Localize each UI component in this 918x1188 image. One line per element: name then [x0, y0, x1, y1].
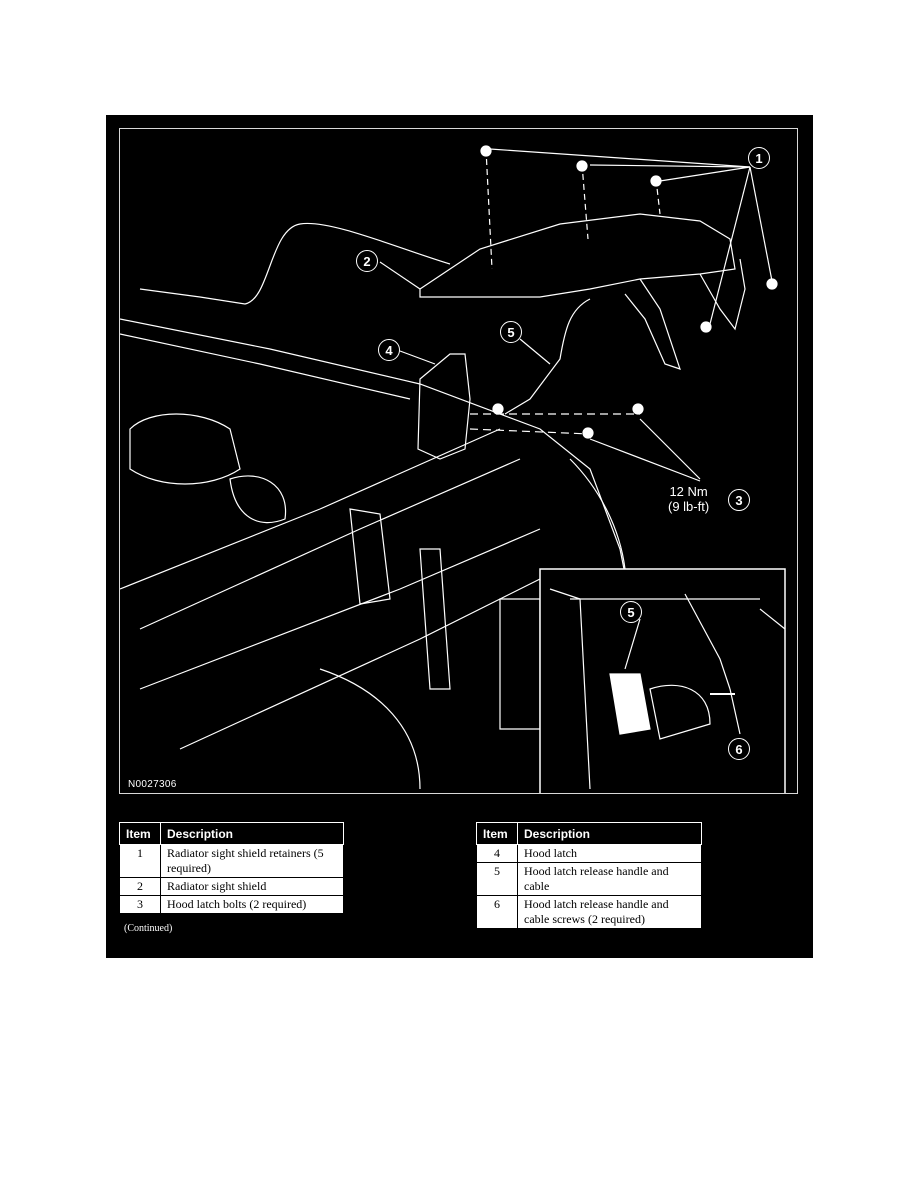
table-row: 1 Radiator sight shield retainers (5 req…: [119, 844, 344, 878]
item-number: 4: [476, 844, 518, 863]
continued-note: (Continued): [124, 923, 173, 934]
hood-latch-illustration: 1 2 4 5 3 5 6 12 Nm (9 lb-ft) N0027306: [119, 128, 798, 794]
header-item: Item: [119, 822, 161, 845]
item-description: Radiator sight shield: [160, 877, 344, 896]
table-row: 4 Hood latch: [476, 844, 702, 863]
item-number: 1: [119, 844, 161, 878]
callout-6: 6: [728, 738, 750, 760]
item-description: Hood latch: [517, 844, 702, 863]
callout-2: 2: [356, 250, 378, 272]
callout-1: 1: [748, 147, 770, 169]
header-item: Item: [476, 822, 518, 845]
callout-3: 3: [728, 489, 750, 511]
torque-metric: 12 Nm: [669, 484, 708, 499]
radiator-sight-shield-shape: [419, 213, 736, 298]
release-cable-shape: [139, 222, 451, 305]
legend-header: Item Description: [119, 822, 344, 845]
inset-frame: [539, 568, 786, 793]
header-description: Description: [517, 822, 702, 845]
table-row: 3 Hood latch bolts (2 required): [119, 895, 344, 914]
legend-header: Item Description: [476, 822, 702, 845]
item-description: Hood latch release handle and cable scre…: [517, 895, 702, 929]
legend-table-right: Item Description 4 Hood latch 5 Hood lat…: [476, 822, 702, 929]
callout-5-inset: 5: [620, 601, 642, 623]
figure-id-code: N0027306: [128, 779, 177, 790]
table-row: 5 Hood latch release handle and cable: [476, 862, 702, 896]
item-number: 6: [476, 895, 518, 929]
item-description: Hood latch release handle and cable: [517, 862, 702, 896]
callout-5: 5: [500, 321, 522, 343]
callout-4: 4: [378, 339, 400, 361]
table-row: 2 Radiator sight shield: [119, 877, 344, 896]
legend-table-left: Item Description 1 Radiator sight shield…: [119, 822, 344, 914]
torque-spec: 12 Nm (9 lb-ft): [668, 484, 709, 514]
table-row: 6 Hood latch release handle and cable sc…: [476, 895, 702, 929]
item-description: Radiator sight shield retainers (5 requi…: [160, 844, 344, 878]
item-number: 2: [119, 877, 161, 896]
hood-latch-shape: [417, 353, 471, 460]
item-number: 5: [476, 862, 518, 896]
item-description: Hood latch bolts (2 required): [160, 895, 344, 914]
header-description: Description: [160, 822, 344, 845]
torque-imperial: (9 lb-ft): [668, 499, 710, 514]
item-number: 3: [119, 895, 161, 914]
illustration-drawing: [120, 145, 786, 793]
